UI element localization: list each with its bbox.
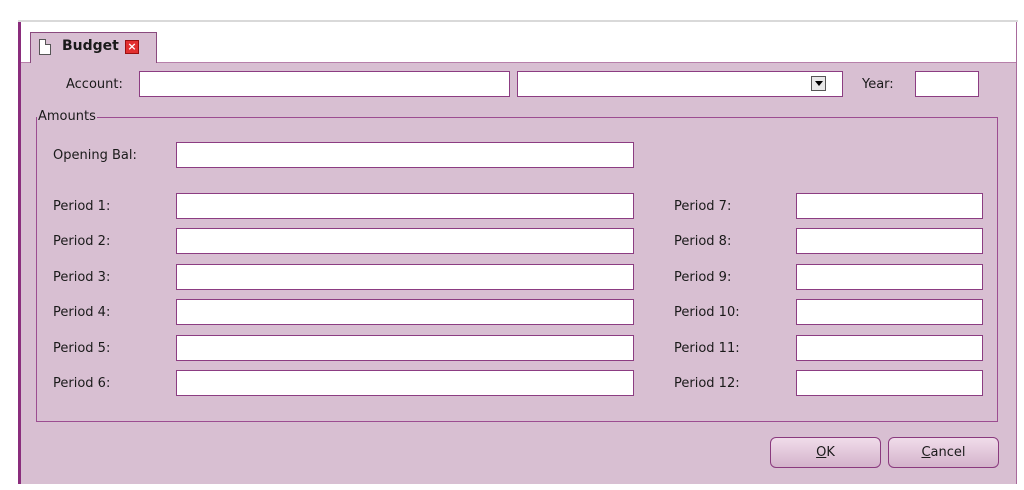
close-icon[interactable]: × (125, 40, 139, 54)
period-11-label: Period 11: (674, 341, 740, 356)
period-7-label: Period 7: (674, 199, 732, 214)
period-2-label: Period 2: (53, 234, 111, 249)
ok-button[interactable]: OK (770, 437, 881, 468)
period-4-input[interactable] (176, 299, 634, 325)
period-4-label: Period 4: (53, 305, 111, 320)
period-3-input[interactable] (176, 264, 634, 290)
period-5-label: Period 5: (53, 341, 111, 356)
account-name-combo[interactable] (517, 71, 843, 97)
opening-bal-input[interactable] (176, 142, 634, 168)
period-6-input[interactable] (176, 370, 634, 396)
tab-bar: Budget × (21, 22, 1016, 63)
period-7-input[interactable] (796, 193, 983, 219)
period-12-label: Period 12: (674, 376, 740, 391)
tab-budget[interactable]: Budget × (30, 32, 157, 63)
period-9-label: Period 9: (674, 270, 732, 285)
cancel-button[interactable]: Cancel (888, 437, 999, 468)
period-8-label: Period 8: (674, 234, 732, 249)
top-strip (18, 20, 1018, 22)
account-label: Account: (66, 77, 123, 92)
period-10-label: Period 10: (674, 305, 740, 320)
year-input[interactable] (915, 71, 979, 97)
period-6-label: Period 6: (53, 376, 111, 391)
cancel-mnemonic: C (921, 445, 931, 460)
period-1-label: Period 1: (53, 199, 111, 214)
document-icon (39, 39, 51, 55)
period-11-input[interactable] (796, 335, 983, 361)
account-input[interactable] (139, 71, 510, 97)
period-2-input[interactable] (176, 228, 634, 254)
amounts-legend: Amounts (37, 109, 97, 124)
period-1-input[interactable] (176, 193, 634, 219)
ok-label-rest: K (826, 445, 835, 460)
period-10-input[interactable] (796, 299, 983, 325)
period-12-input[interactable] (796, 370, 983, 396)
chevron-down-icon[interactable] (811, 76, 826, 91)
year-label: Year: (862, 77, 894, 92)
ok-mnemonic: O (816, 445, 827, 460)
period-5-input[interactable] (176, 335, 634, 361)
period-8-input[interactable] (796, 228, 983, 254)
period-3-label: Period 3: (53, 270, 111, 285)
amounts-group (36, 117, 998, 422)
opening-bal-label: Opening Bal: (53, 148, 137, 163)
cancel-label-rest: ancel (930, 445, 966, 460)
tab-budget-label: Budget (62, 38, 119, 54)
period-9-input[interactable] (796, 264, 983, 290)
